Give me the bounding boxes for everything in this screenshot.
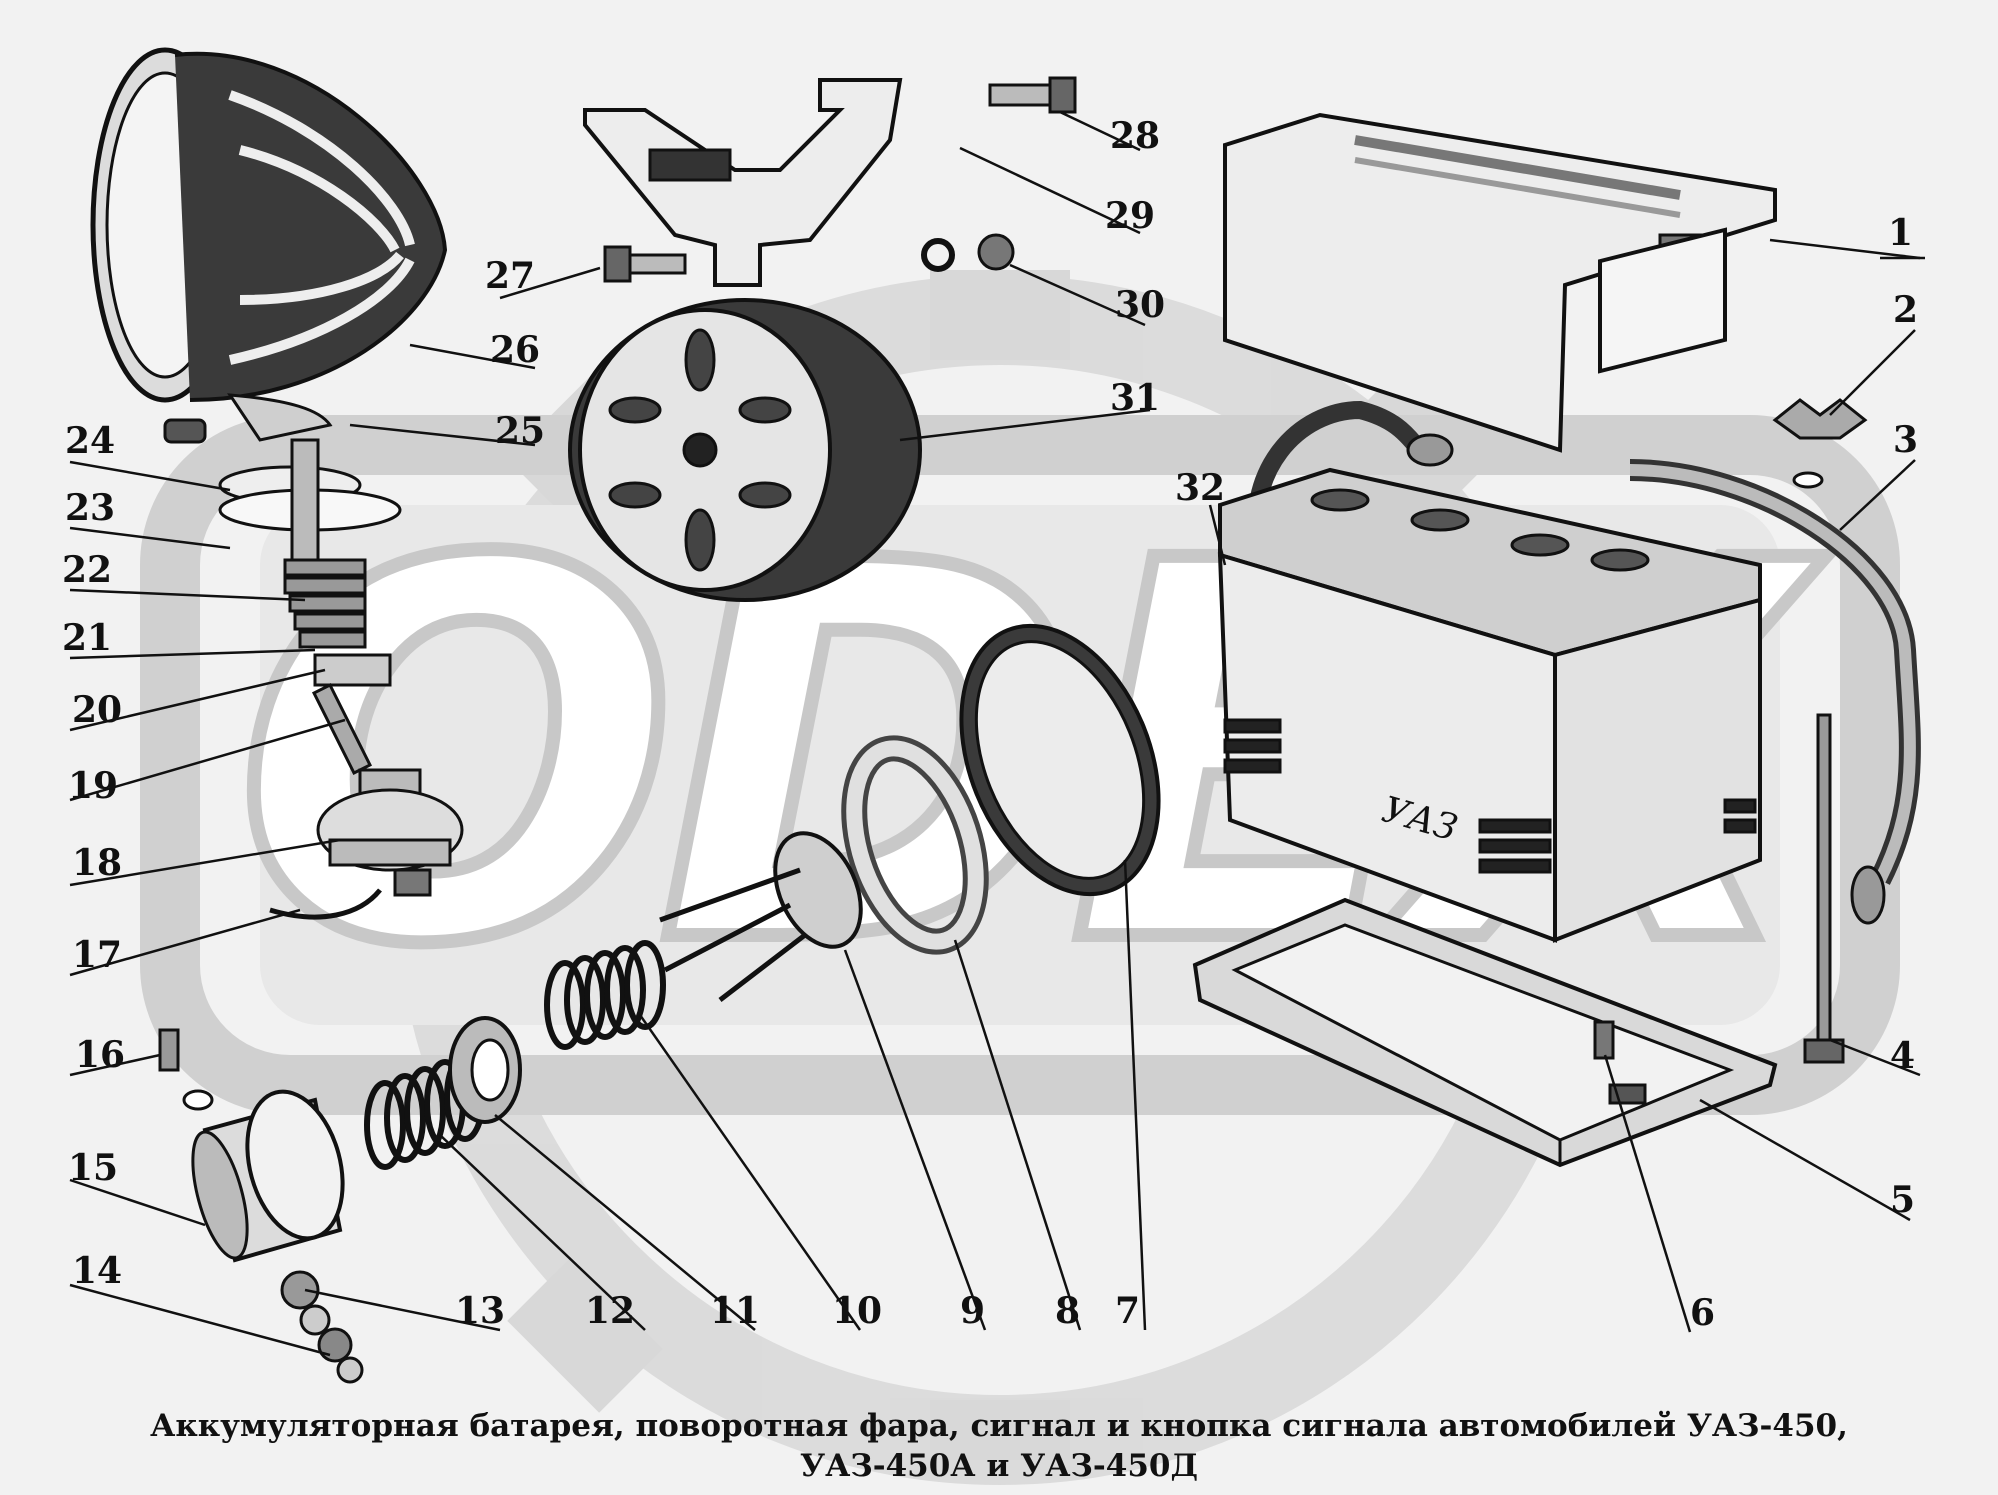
callout-15: 15: [68, 1147, 118, 1189]
caption-line-2: УАЗ-450А и УАЗ-450Д: [799, 1448, 1199, 1484]
leader-13: [304, 1288, 501, 1332]
callout-1: 1: [1888, 212, 1913, 254]
leader-17: [69, 908, 301, 977]
callout-17: 17: [72, 934, 122, 976]
spring-cup: [448, 1016, 522, 1124]
callout-28: 28: [1110, 115, 1160, 157]
leader-7: [1123, 859, 1147, 1331]
leader-5: [1699, 1098, 1911, 1222]
callout-14: 14: [72, 1250, 122, 1292]
springs: [364, 940, 666, 1170]
callout-13: 13: [455, 1290, 505, 1332]
callout-25: 25: [495, 410, 545, 452]
callout-numbers: 1 2 3 4 5 6 7 8 9 10 11 12 13 14 15 16 1…: [62, 115, 1925, 1334]
callout-29: 29: [1105, 195, 1155, 237]
leader-31: [899, 408, 1151, 442]
callout-22: 22: [62, 549, 112, 591]
leader-19: [69, 718, 346, 802]
callout-3: 3: [1893, 419, 1918, 461]
leader-2: [1829, 329, 1916, 416]
contact-plate: [659, 831, 863, 1002]
callout-11: 11: [710, 1290, 760, 1332]
callout-18: 18: [72, 842, 122, 884]
leader-6: [1603, 1054, 1692, 1333]
leader-26: [409, 343, 536, 370]
battery: УАЗ: [1217, 227, 1762, 943]
nut-and-washers: [280, 1270, 364, 1384]
leader-9: [843, 949, 987, 1331]
callout-24: 24: [65, 420, 115, 462]
callout-10: 10: [832, 1290, 882, 1332]
caption-line-1: Аккумуляторная батарея, поворотная фара,…: [150, 1408, 1848, 1444]
tray-bolt: [1593, 1020, 1615, 1060]
leader-32: [1208, 504, 1227, 566]
callout-32: 32: [1175, 467, 1225, 509]
callout-23: 23: [65, 487, 115, 529]
parts: УАЗ: [90, 47, 1921, 1384]
leader-12: [439, 1134, 646, 1331]
wing-nut: [1772, 398, 1868, 489]
leader-3: [1839, 459, 1916, 531]
callout-12: 12: [585, 1290, 635, 1332]
headlamp: [90, 47, 448, 444]
callout-2: 2: [1893, 289, 1918, 331]
leader-20: [69, 668, 326, 732]
battery-tray: [1192, 897, 1778, 1168]
leader-23: [69, 526, 231, 550]
leader-15: [69, 1178, 206, 1227]
callout-7: 7: [1115, 1290, 1140, 1332]
split-ring: [841, 735, 989, 955]
callout-4: 4: [1890, 1035, 1915, 1077]
leader-14: [69, 1283, 331, 1357]
horn-button-rim: [959, 623, 1161, 897]
clamp-rod: [1803, 713, 1845, 1064]
leader-11: [494, 1114, 756, 1331]
callout-31: 31: [1110, 377, 1160, 419]
leader-25: [349, 423, 536, 447]
horn-assembly: [568, 76, 1077, 602]
callout-8: 8: [1055, 1290, 1080, 1332]
leader-10: [638, 1014, 862, 1331]
leader-29: [959, 146, 1141, 235]
callout-30: 30: [1115, 284, 1165, 326]
leader-1: [1769, 238, 1921, 260]
callout-27: 27: [485, 255, 535, 297]
leader-30: [1009, 263, 1146, 327]
leader-lines: [69, 110, 1921, 1357]
callout-6: 6: [1690, 1292, 1715, 1334]
leader-8: [953, 939, 1082, 1331]
callout-9: 9: [960, 1290, 985, 1332]
leader-24: [69, 460, 231, 492]
callout-16: 16: [75, 1034, 125, 1076]
leader-27: [499, 266, 601, 300]
callout-21: 21: [62, 617, 112, 659]
screw: [158, 1028, 214, 1111]
leader-28: [1059, 110, 1141, 152]
sleeve: [191, 1089, 345, 1263]
leader-4: [1829, 1038, 1921, 1077]
callout-19: 19: [68, 765, 118, 807]
callout-20: 20: [72, 689, 122, 731]
leader-22: [69, 588, 306, 602]
leader-21: [69, 648, 316, 660]
callout-5: 5: [1890, 1179, 1915, 1221]
callout-26: 26: [490, 329, 540, 371]
watermark-frame: [140, 415, 1900, 1115]
leader-18: [69, 838, 341, 887]
leader-16: [69, 1053, 161, 1077]
